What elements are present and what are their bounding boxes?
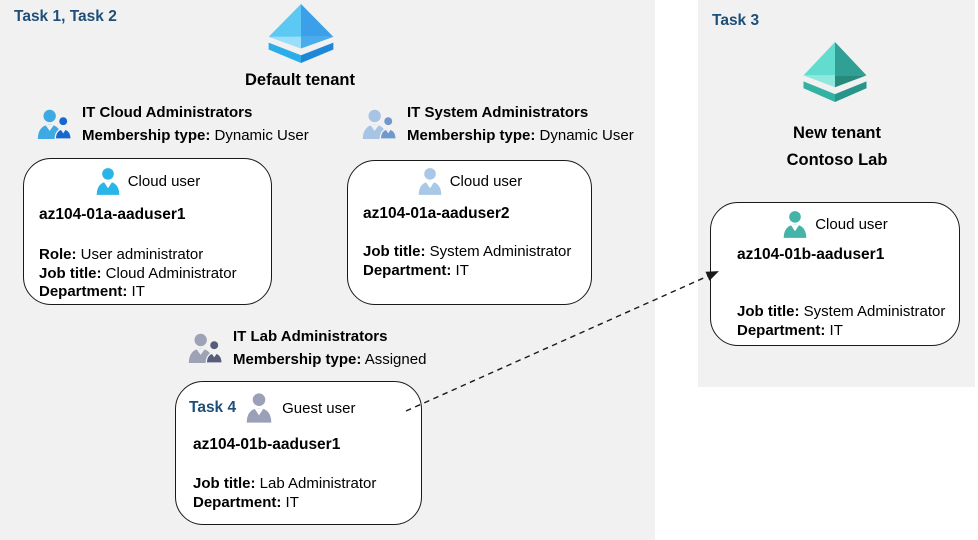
username: az104-01b-aaduser1 bbox=[737, 246, 885, 263]
department-value: IT bbox=[825, 321, 843, 339]
group-it-system-administrators: IT System Administrators Membership type… bbox=[362, 103, 634, 144]
membership-type-value: Assigned bbox=[361, 351, 427, 368]
task-4-label: Task 4 bbox=[189, 399, 237, 416]
department-line: Department: IT bbox=[39, 283, 271, 302]
group-icon bbox=[188, 333, 223, 364]
user-type-row: Cloud user bbox=[348, 166, 591, 196]
user-card-aaduser1a: Cloud user az104-01a-aaduser1 Role: User… bbox=[23, 158, 272, 305]
group-membership: Membership type: Dynamic User bbox=[407, 127, 634, 144]
role-line: Role: User administrator bbox=[39, 246, 271, 265]
membership-type-value: Dynamic User bbox=[535, 127, 634, 144]
group-text: IT Lab Administrators Membership type: A… bbox=[233, 327, 426, 368]
cloud-user-icon bbox=[418, 167, 441, 195]
membership-type-label: Membership type: bbox=[82, 127, 211, 144]
department-value: IT bbox=[281, 493, 299, 511]
job-title-value: Lab Administrator bbox=[255, 475, 377, 492]
membership-type-label: Membership type: bbox=[407, 127, 536, 144]
task-1-2-label: Task 1, Task 2 bbox=[14, 8, 117, 25]
user-details: Role: User administrator Job title: Clou… bbox=[39, 246, 271, 302]
user-type-row: Cloud user bbox=[24, 166, 271, 196]
group-it-cloud-administrators: IT Cloud Administrators Membership type:… bbox=[37, 103, 309, 144]
user-details: Job title: System Administrator Departme… bbox=[737, 303, 959, 340]
department-label: Department: bbox=[193, 493, 282, 511]
group-it-lab-administrators: IT Lab Administrators Membership type: A… bbox=[188, 327, 426, 368]
user-card-aaduser2a: Cloud user az104-01a-aaduser2 Job title:… bbox=[347, 160, 592, 305]
job-title-line: Job title: Cloud Administrator bbox=[39, 265, 271, 284]
cloud-user-icon bbox=[96, 167, 119, 195]
role-label: Role: bbox=[39, 246, 77, 263]
role-value: User administrator bbox=[76, 246, 204, 263]
user-type-row: Task 4 Guest user bbox=[176, 391, 421, 425]
department-line: Department: IT bbox=[193, 494, 421, 513]
task-3-label: Task 3 bbox=[712, 12, 760, 29]
job-title-line: Job title: Lab Administrator bbox=[193, 475, 421, 494]
username: az104-01b-aaduser1 bbox=[193, 436, 341, 453]
membership-type-value: Dynamic User bbox=[210, 127, 309, 144]
job-title-label: Job title: bbox=[363, 243, 426, 260]
user-type-row: Cloud user bbox=[711, 209, 959, 239]
group-icon bbox=[362, 109, 397, 140]
group-name: IT System Administrators bbox=[407, 104, 589, 121]
job-title-value: Cloud Administrator bbox=[101, 264, 237, 282]
department-line: Department: IT bbox=[363, 262, 591, 281]
username: az104-01a-aaduser1 bbox=[39, 206, 186, 223]
user-card-aaduser1b: Cloud user az104-01b-aaduser1 Job title:… bbox=[710, 202, 960, 346]
group-membership: Membership type: Assigned bbox=[233, 351, 426, 368]
new-tenant-title-line1: New tenant bbox=[792, 124, 881, 142]
user-type-label: Cloud user bbox=[127, 172, 201, 190]
user-type-label: Cloud user bbox=[815, 215, 888, 233]
membership-type-label: Membership type: bbox=[233, 351, 362, 368]
department-value: IT bbox=[451, 261, 469, 279]
group-name: IT Lab Administrators bbox=[233, 328, 388, 345]
department-label: Department: bbox=[363, 261, 452, 279]
job-title-value: System Administrator bbox=[799, 303, 946, 320]
cloud-user-icon bbox=[783, 210, 807, 238]
department-value: IT bbox=[127, 283, 145, 300]
group-icon bbox=[37, 109, 72, 140]
group-membership: Membership type: Dynamic User bbox=[82, 127, 309, 144]
group-name: IT Cloud Administrators bbox=[82, 104, 253, 121]
azure-ad-new-tenant-icon bbox=[803, 41, 867, 102]
department-line: Department: IT bbox=[737, 322, 959, 341]
user-type-label: Cloud user bbox=[449, 172, 523, 190]
department-label: Department: bbox=[737, 321, 826, 339]
job-title-line: Job title: System Administrator bbox=[363, 243, 591, 262]
group-text: IT System Administrators Membership type… bbox=[407, 103, 634, 144]
guest-user-icon bbox=[246, 393, 272, 423]
job-title-label: Job title: bbox=[737, 303, 800, 320]
user-type-label: Guest user bbox=[282, 399, 356, 417]
group-text: IT Cloud Administrators Membership type:… bbox=[82, 103, 309, 144]
department-label: Department: bbox=[39, 283, 128, 300]
user-details: Job title: System Administrator Departme… bbox=[363, 243, 591, 280]
user-details: Job title: Lab Administrator Department:… bbox=[193, 475, 421, 512]
job-title-label: Job title: bbox=[193, 475, 256, 492]
new-tenant-title-line2: Contoso Lab bbox=[786, 151, 888, 169]
job-title-value: System Administrator bbox=[425, 243, 572, 260]
job-title-line: Job title: System Administrator bbox=[737, 303, 959, 322]
guest-user-card: Task 4 Guest user az104-01b-aaduser1 Job… bbox=[175, 381, 422, 525]
azure-ad-tenant-icon bbox=[268, 3, 334, 63]
username: az104-01a-aaduser2 bbox=[363, 205, 510, 222]
job-title-label: Job title: bbox=[39, 264, 102, 282]
default-tenant-title: Default tenant bbox=[244, 71, 355, 89]
